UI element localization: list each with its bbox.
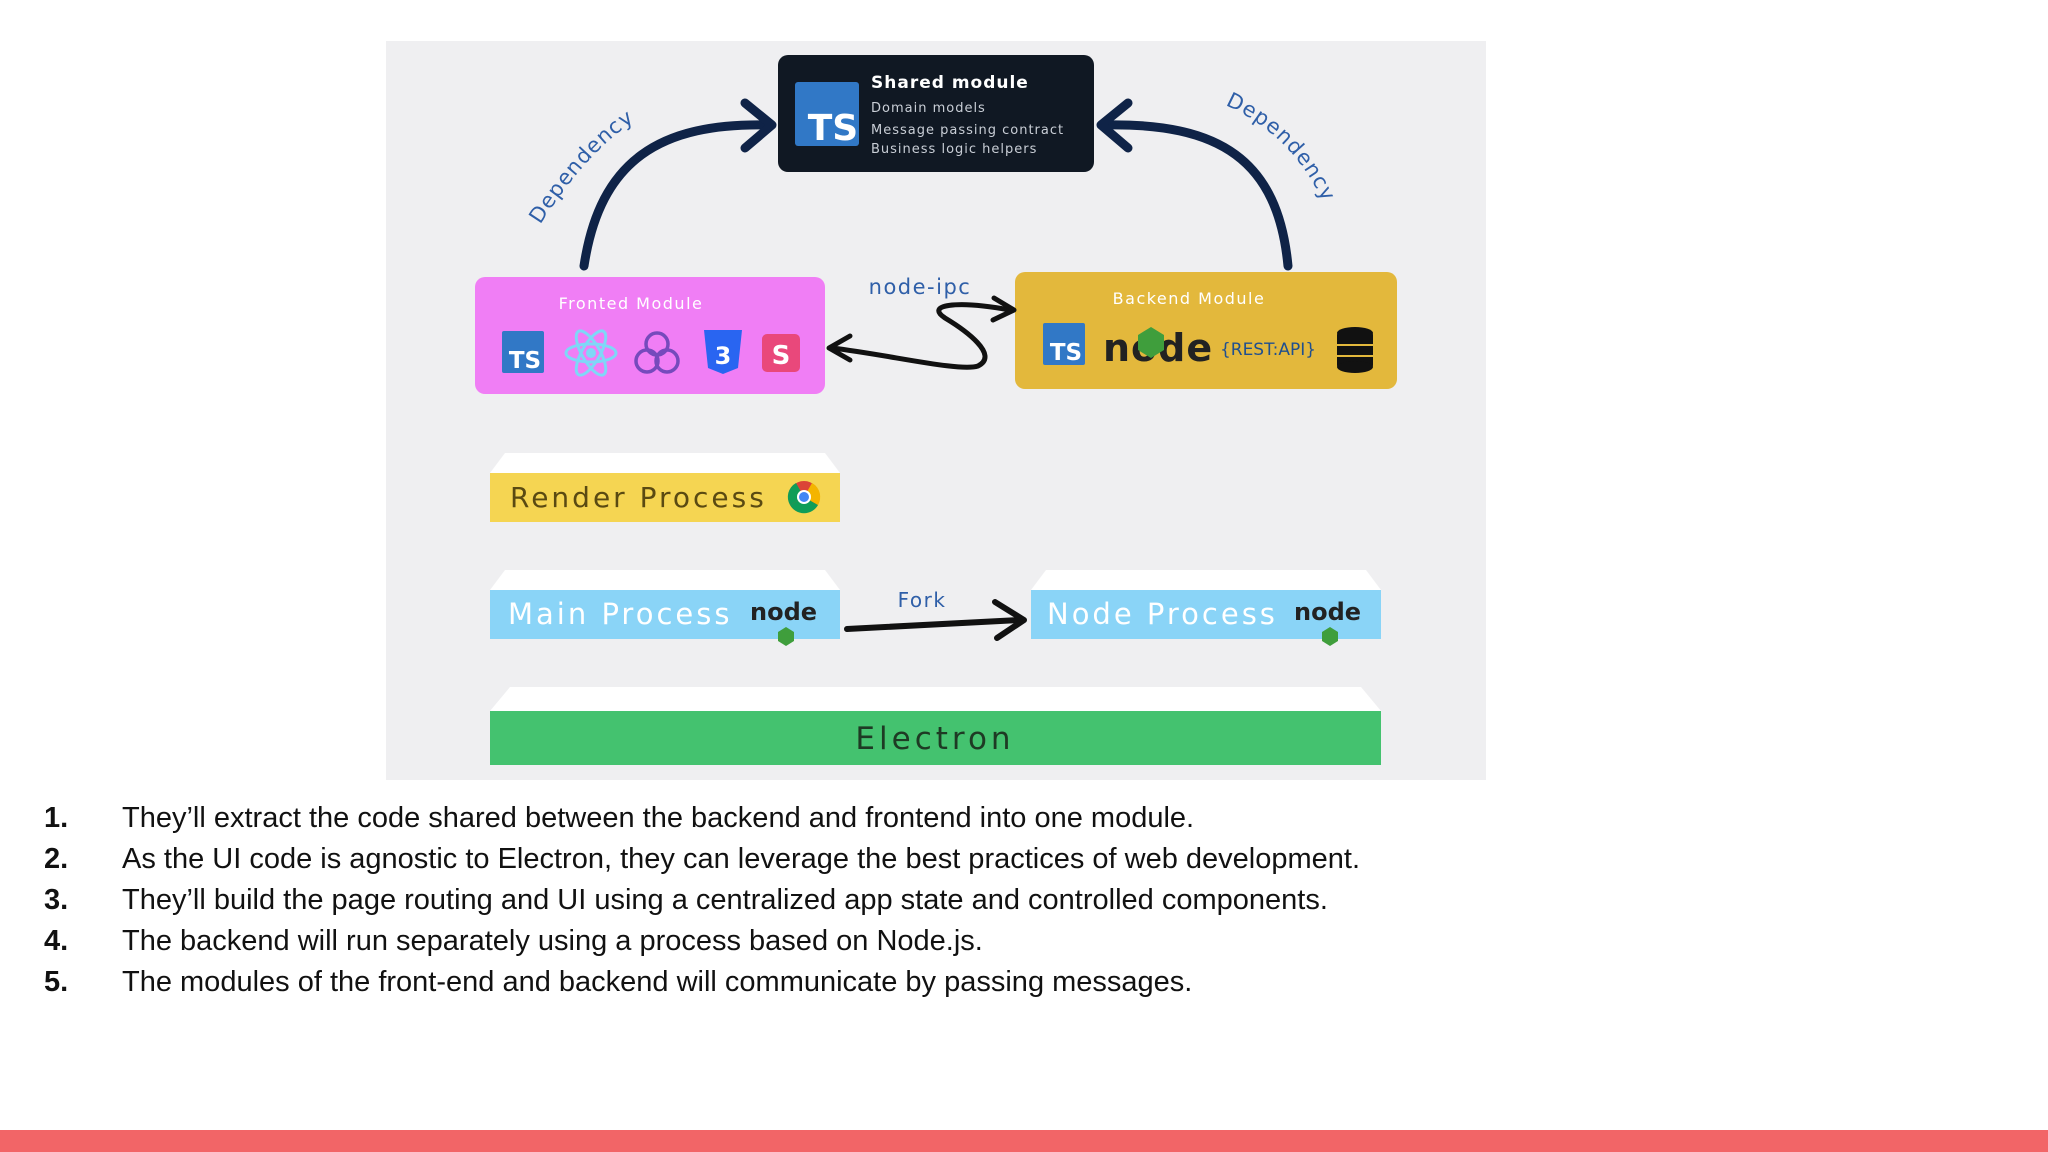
electron-label: Electron	[855, 721, 1014, 757]
list-number: 5.	[44, 966, 69, 998]
node-process-label: Node Process	[1047, 597, 1278, 631]
svg-text:TS: TS	[509, 348, 541, 374]
list-text: They’ll extract the code shared between …	[122, 802, 1195, 834]
render-process-label: Render Process	[510, 481, 767, 514]
dependency-arrow-right	[1096, 98, 1293, 271]
svg-text:node: node	[750, 598, 817, 626]
typescript-icon: TS	[502, 331, 544, 374]
shared-line-2: Message passing contract	[871, 123, 1064, 138]
svg-text:3: 3	[715, 342, 732, 370]
backend-module-title: Backend Module	[1113, 289, 1266, 308]
shared-module-title: Shared module	[871, 73, 1029, 93]
typescript-icon: TS	[795, 82, 859, 149]
list-number: 3.	[44, 884, 69, 916]
shared-module-card: TS Shared module Domain models Message p…	[778, 55, 1094, 172]
list-text: As the UI code is agnostic to Electron, …	[122, 843, 1361, 875]
css3-icon: 3	[704, 330, 742, 374]
list-item: 1. They’ll extract the code shared betwee…	[0, 798, 2048, 839]
svg-text:node: node	[1294, 598, 1361, 626]
styled-components-icon: S	[762, 334, 800, 372]
main-process-label: Main Process	[508, 597, 732, 631]
svg-text:TS: TS	[1050, 340, 1082, 366]
chrome-icon	[787, 481, 821, 514]
svg-text:TS: TS	[808, 108, 858, 149]
architecture-diagram: Dependency Dependency TS Shared module D…	[386, 41, 1486, 780]
backend-module-card: Backend Module TS node {REST:API}	[1015, 272, 1397, 389]
ipc-label: node-ipc	[869, 275, 972, 299]
key-points-list: 1. They’ll extract the code shared betwee…	[0, 798, 2048, 1003]
rest-api-icon: {REST:API}	[1220, 340, 1316, 360]
main-process-block: Main Process node	[490, 570, 840, 646]
list-number: 1.	[44, 802, 69, 834]
nodejs-icon: node	[750, 598, 817, 646]
fork-label: Fork	[898, 588, 947, 612]
electron-block: Electron	[490, 687, 1381, 765]
shared-line-1: Domain models	[871, 101, 986, 116]
shared-line-3: Business logic helpers	[871, 142, 1037, 157]
list-item: 5. The modules of the front-end and backe…	[0, 962, 2048, 1003]
list-number: 2.	[44, 843, 69, 875]
list-text: They’ll build the page routing and UI us…	[122, 884, 1328, 916]
list-item: 4. The backend will run separately using …	[0, 921, 2048, 962]
dependency-arrow-left	[579, 98, 777, 271]
list-item: 2. As the UI code is agnostic to Electron…	[0, 839, 2048, 880]
fork-arrow	[844, 599, 1027, 641]
list-number: 4.	[44, 925, 69, 957]
list-text: The backend will run separately using a …	[122, 925, 983, 957]
ipc-arrow	[826, 295, 1017, 370]
redux-icon	[634, 331, 680, 374]
node-process-block: Node Process node	[1031, 570, 1381, 646]
nodejs-icon: node	[1294, 598, 1361, 646]
list-text: The modules of the front-end and backend…	[122, 966, 1193, 998]
list-item: 3. They’ll build the page routing and UI …	[0, 880, 2048, 921]
typescript-icon: TS	[1043, 323, 1085, 366]
accent-bar	[0, 1130, 2048, 1152]
svg-text:S: S	[772, 341, 791, 371]
database-icon	[1337, 327, 1373, 373]
frontend-module-title: Fronted Module	[559, 294, 704, 313]
render-process-block: Render Process	[490, 453, 840, 522]
node-icon: node	[1103, 326, 1212, 370]
frontend-module-card: Fronted Module TS 3 S	[475, 277, 825, 394]
